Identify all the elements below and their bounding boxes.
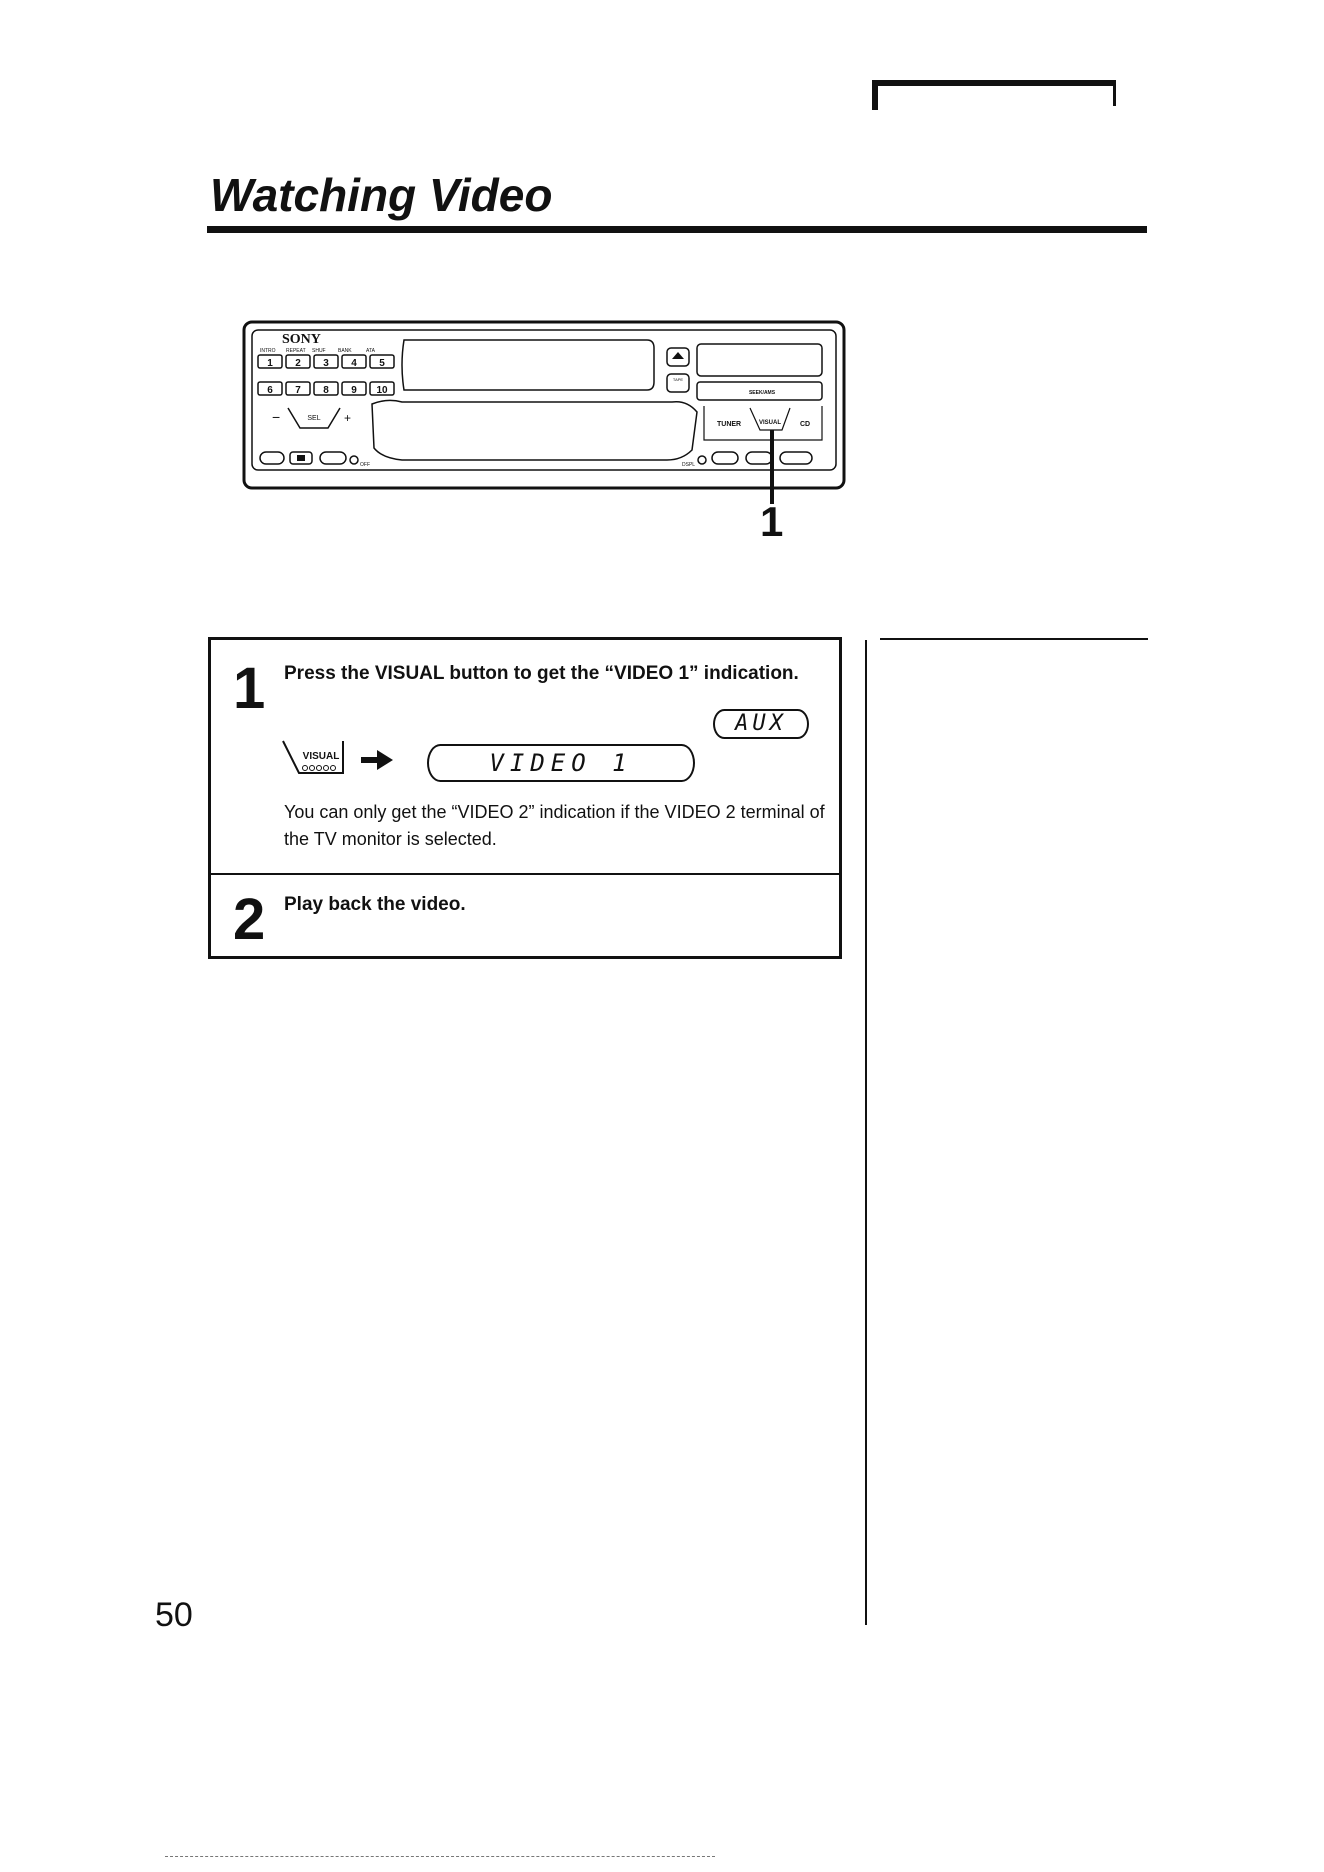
step-number: 2	[233, 887, 266, 952]
step-note: You can only get the “VIDEO 2” indicatio…	[284, 802, 825, 849]
visual-button-label: VISUAL	[303, 751, 340, 762]
preset-label-3: 3	[323, 358, 329, 369]
preset-button-1[interactable]	[257, 354, 283, 369]
callout-line	[770, 430, 774, 504]
car-stereo-illustration: SONY INTRO REPEAT SHUF BANK ATA 1 2 3 4 …	[242, 320, 846, 490]
preset-button-9[interactable]	[341, 381, 367, 396]
preset-label-5: 5	[379, 358, 385, 369]
lower-display-window	[371, 399, 698, 461]
tape-label: TAPE	[673, 377, 683, 382]
off-button[interactable]	[349, 455, 359, 465]
seek-label: SEEK/AMS	[749, 390, 776, 396]
step-instruction: Play back the video.	[284, 894, 466, 915]
preset-label-6: 6	[267, 385, 273, 396]
preset-button-6[interactable]	[257, 381, 283, 396]
preset-label-7: 7	[295, 385, 301, 396]
sel-label: SEL	[307, 415, 320, 422]
shuf-label: SHUF	[312, 348, 326, 354]
bank-label: BANK	[338, 348, 352, 354]
cd-label: CD	[800, 421, 810, 428]
step-1: 1 Press the VISUAL button to get the “VI…	[211, 640, 839, 875]
step-number: 1	[233, 656, 266, 721]
title-rule	[207, 226, 1147, 233]
preset-button-10[interactable]	[369, 381, 395, 396]
brand-label: SONY	[282, 332, 321, 347]
eject-icon	[672, 352, 684, 359]
preset-label-10: 10	[376, 385, 388, 396]
minus-icon: −	[272, 409, 280, 425]
column-divider	[865, 640, 867, 1625]
preset-button-8[interactable]	[313, 381, 339, 396]
stop-icon	[297, 455, 305, 461]
off-label: OFF	[360, 462, 370, 468]
repeat-label: REPEAT	[286, 348, 306, 354]
preset-button-2[interactable]	[285, 354, 311, 369]
page-title: Watching Video	[210, 169, 553, 221]
ata-label: ATA	[366, 348, 376, 354]
visual-label: VISUAL	[759, 420, 781, 426]
seek-ams-button[interactable]	[696, 381, 823, 401]
mute-button[interactable]	[319, 451, 347, 465]
preset-label-4: 4	[351, 358, 357, 369]
intro-label: INTRO	[260, 348, 276, 354]
right-arrow-icon	[361, 750, 393, 770]
preset-label-9: 9	[351, 385, 357, 396]
side-column-rule	[880, 638, 1148, 640]
preset-button-5[interactable]	[369, 354, 395, 369]
preset-button-3[interactable]	[313, 354, 339, 369]
steps-box: 1 Press the VISUAL button to get the “VI…	[208, 637, 842, 959]
source-button-panel	[703, 406, 823, 441]
sel-button[interactable]	[287, 407, 341, 429]
release-button[interactable]	[259, 451, 285, 465]
mini-display	[696, 343, 823, 377]
preset-label-1: 1	[267, 358, 273, 369]
preset-label-2: 2	[295, 358, 301, 369]
visual-button-illustration: VISUAL	[281, 739, 347, 777]
pty-button[interactable]	[745, 451, 773, 465]
dspl-label: DSPL	[682, 462, 695, 468]
dspl-button[interactable]	[697, 455, 707, 465]
preset-button-7[interactable]	[285, 381, 311, 396]
tape-button[interactable]	[666, 373, 690, 393]
sound-button[interactable]	[779, 451, 813, 465]
car-stereo-drawing: SONY INTRO REPEAT SHUF BANK ATA 1 2 3 4 …	[242, 320, 846, 490]
step-instruction: Press the VISUAL button to get the “VIDE…	[284, 663, 799, 684]
plus-icon: +	[344, 411, 351, 425]
page-number: 50	[155, 1596, 193, 1634]
aux-display: AUX	[713, 709, 809, 739]
bottom-rule	[165, 1856, 715, 1858]
preset-label-8: 8	[323, 385, 329, 396]
callout-number: 1	[760, 498, 784, 545]
corner-bracket-mark	[872, 80, 1116, 110]
video-display: VIDEO 1	[427, 744, 695, 782]
cassette-window	[401, 339, 655, 391]
disp-button[interactable]	[711, 451, 739, 465]
tuner-label: TUNER	[717, 421, 741, 428]
preset-button-4[interactable]	[341, 354, 367, 369]
step-2: 2 Play back the video.	[211, 875, 839, 959]
